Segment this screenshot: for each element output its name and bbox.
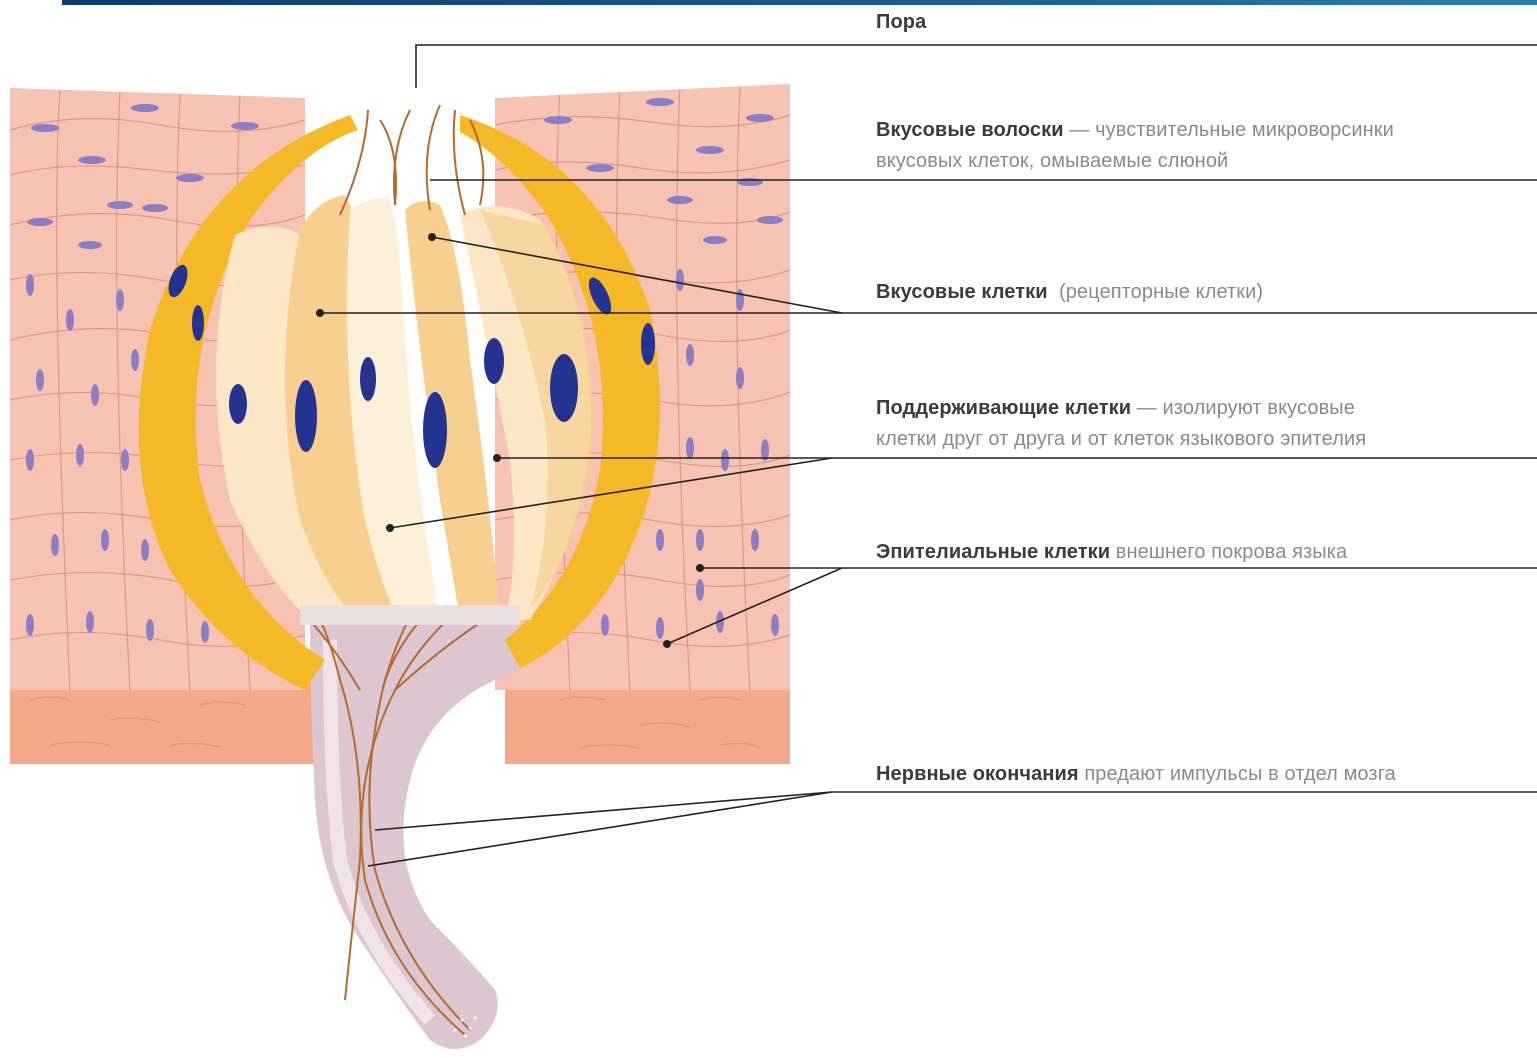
label-nerve-endings-title: Нервные окончания <box>876 763 1079 785</box>
label-epithelial-cells: Эпителиальные клетки внешнего покрова яз… <box>876 537 1347 568</box>
label-supporting-cells-title: Поддерживающие клетки <box>876 397 1131 419</box>
label-taste-hairs: Вкусовые волоски — чувствительные микров… <box>876 115 1394 177</box>
label-epithelial-cells-desc: внешнего покрова языка <box>1110 541 1347 563</box>
label-taste-hairs-title: Вкусовые волоски <box>876 119 1064 141</box>
label-nerve-endings: Нервные окончания предают импульсы в отд… <box>876 759 1396 790</box>
label-pore: Пора <box>876 7 926 38</box>
label-pore-title: Пора <box>876 11 926 33</box>
label-taste-cells-title: Вкусовые клетки <box>876 281 1048 303</box>
label-supporting-cells: Поддерживающие клетки — изолируют вкусов… <box>876 393 1366 455</box>
label-supporting-cells-desc-line1: — изолируют вкусовые <box>1131 397 1355 419</box>
label-taste-hairs-desc-line2: вкусовых клеток, омываемые слюной <box>876 150 1228 172</box>
taste-bud-cells <box>216 195 593 625</box>
label-epithelial-cells-title: Эпителиальные клетки <box>876 541 1110 563</box>
label-taste-hairs-desc-line1: — чувствительные микроворсинки <box>1064 119 1394 141</box>
label-nerve-endings-desc: предают импульсы в отдел мозга <box>1079 763 1396 785</box>
label-taste-cells: Вкусовые клетки (рецепторные клетки) <box>876 277 1263 308</box>
label-taste-cells-desc: (рецепторные клетки) <box>1048 281 1264 303</box>
label-supporting-cells-desc-line2: клетки друг от друга и от клеток языково… <box>876 428 1366 450</box>
